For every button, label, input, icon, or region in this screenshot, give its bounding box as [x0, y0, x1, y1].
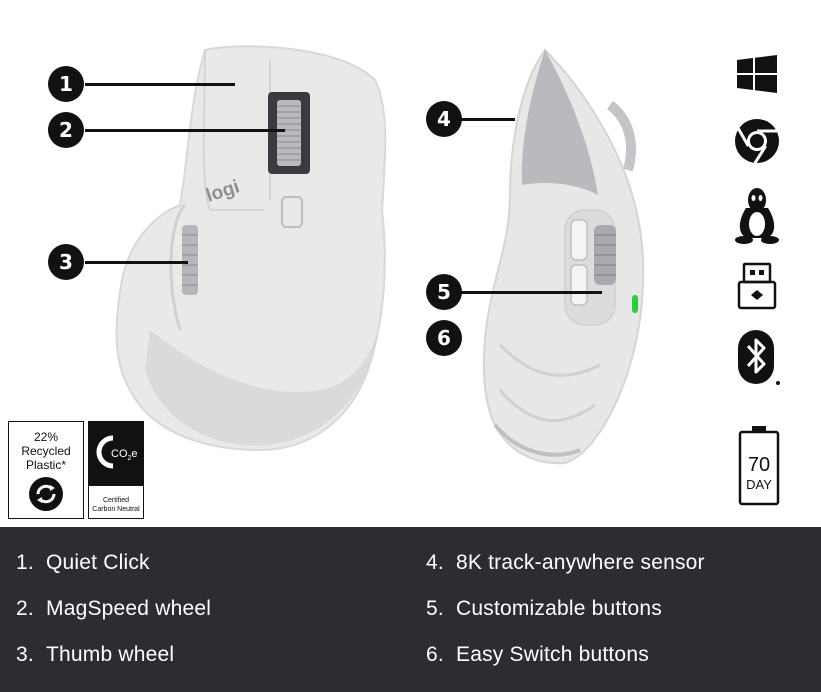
- feature-number: 2.: [16, 597, 34, 620]
- callout-2-leader: [85, 129, 285, 132]
- feature-number: 6.: [426, 643, 444, 666]
- feature-item-4: 4. 8K track-anywhere sensor: [426, 551, 705, 575]
- feature-number: 4.: [426, 551, 444, 574]
- feature-item-1: 1. Quiet Click: [16, 551, 150, 575]
- co2-subscript: 2: [127, 455, 132, 463]
- carbon-neutral-badge: CO2e Certified Carbon Neutral: [88, 421, 144, 519]
- carbon-neutral-label: Carbon Neutral: [92, 506, 140, 513]
- mouse-side-view: [482, 48, 645, 465]
- battery-days-value: 70: [748, 454, 770, 476]
- callout-6: 6: [426, 320, 462, 356]
- recycle-icon: [29, 477, 63, 511]
- callout-4-leader: [460, 118, 515, 121]
- feature-label: Easy Switch buttons: [456, 643, 649, 666]
- feature-label: Customizable buttons: [456, 597, 662, 620]
- feature-number: 5.: [426, 597, 444, 620]
- callout-4: 4: [426, 101, 462, 137]
- battery-icon: 70 DAY: [738, 426, 780, 506]
- feature-label: 8K track-anywhere sensor: [456, 551, 705, 574]
- features-panel: 1. Quiet Click 2. MagSpeed wheel 3. Thumb w…: [0, 527, 821, 692]
- battery-days-unit: DAY: [746, 477, 772, 492]
- callout-3: 3: [48, 244, 84, 280]
- recycled-percent: 22%: [33, 430, 59, 444]
- callout-1: 1: [48, 66, 84, 102]
- usb-receiver-icon: [737, 262, 777, 310]
- product-image-area: logi 1 2 3 4 5 6: [8, 45, 780, 519]
- recycled-plastic-badge: 22% Recycled Plastic*: [8, 421, 84, 519]
- carbon-c-icon: [96, 435, 114, 469]
- callout-3-leader: [85, 261, 188, 264]
- plastic-label: Plastic*: [25, 458, 66, 472]
- feature-number: 1.: [16, 551, 34, 574]
- chrome-icon: [735, 119, 779, 164]
- carbon-neutral-mark: CO2e: [89, 422, 143, 486]
- callout-5-leader: [460, 291, 602, 294]
- callout-5: 5: [426, 274, 462, 310]
- feature-item-6: 6. Easy Switch buttons: [426, 643, 649, 667]
- feature-item-3: 3. Thumb wheel: [16, 643, 174, 667]
- windows-icon: [737, 55, 777, 93]
- mouse-top-view: logi: [115, 45, 387, 452]
- certified-label: Certified: [102, 497, 130, 504]
- co2-label: CO: [111, 448, 128, 460]
- callout-1-leader: [85, 83, 235, 86]
- feature-label: MagSpeed wheel: [46, 597, 212, 620]
- feature-item-5: 5. Customizable buttons: [426, 597, 662, 621]
- co2-e: e: [131, 448, 138, 460]
- callout-2: 2: [48, 112, 84, 148]
- linux-icon: [735, 188, 779, 244]
- feature-number: 3.: [16, 643, 34, 666]
- bluetooth-icon: [738, 330, 780, 385]
- recycled-label: Recycled: [21, 444, 71, 458]
- feature-label: Thumb wheel: [46, 643, 175, 666]
- feature-item-2: 2. MagSpeed wheel: [16, 597, 211, 621]
- feature-label: Quiet Click: [46, 551, 150, 574]
